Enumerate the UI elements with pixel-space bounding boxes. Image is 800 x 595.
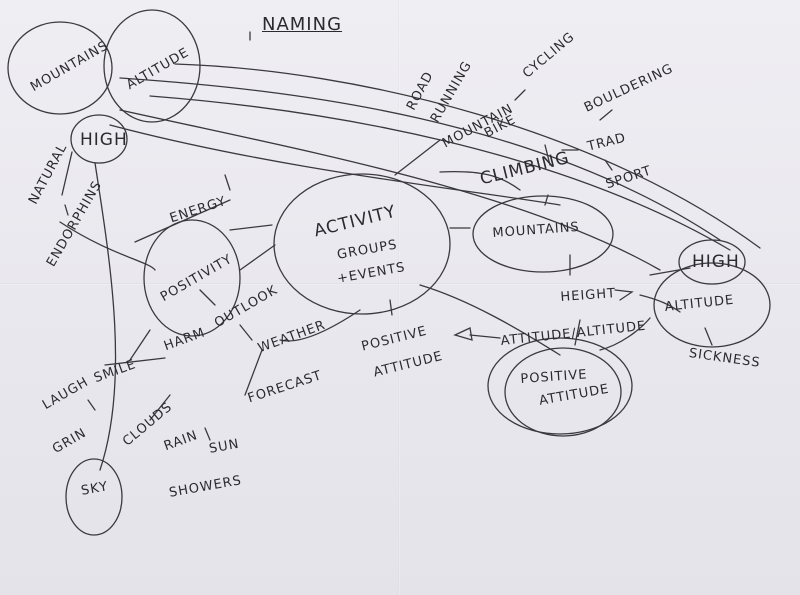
bubble-altitude-right [653,262,771,348]
bubble-high-left [70,114,128,164]
paper-fold-vertical [398,0,400,595]
bubble-altitude [103,9,201,123]
bubble-sky [65,458,123,536]
bubble-mountains [7,21,113,115]
bubble-positive-attitude-outer [487,337,633,435]
bubble-mountains-right [472,195,614,273]
bubble-activity [273,173,451,315]
bubble-positive-attitude [504,347,622,437]
paper-fold-horizontal [0,283,800,285]
title-naming: NAMING [262,14,343,35]
bubble-positivity [143,219,241,337]
word-high-right: HIGH [692,252,740,272]
word-high-left: HIGH [80,130,128,150]
